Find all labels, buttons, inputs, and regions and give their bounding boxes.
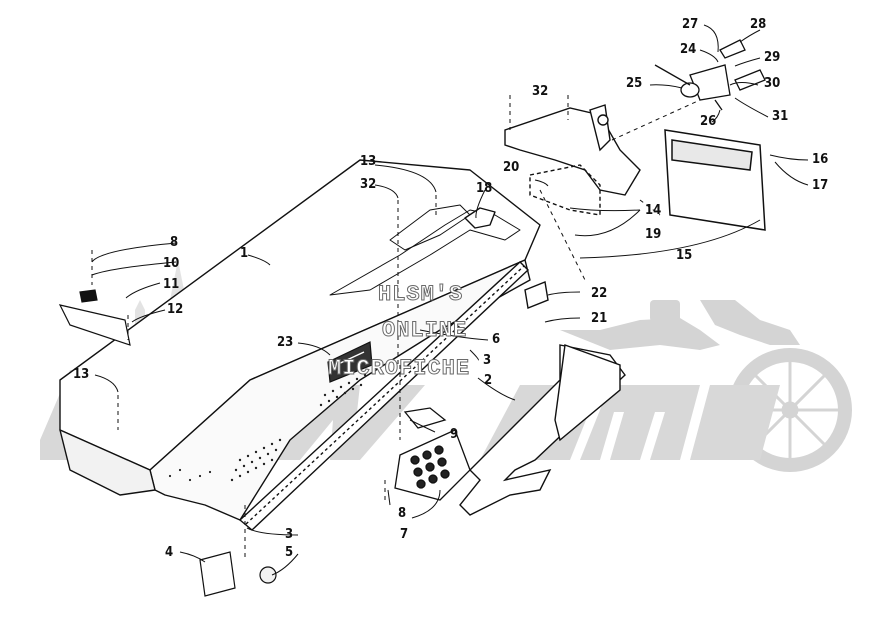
callout-9: 9 [450, 427, 459, 442]
hitch-bracket [504, 104, 641, 309]
callout-15: 15 [676, 248, 693, 263]
callout-17: 17 [812, 178, 829, 193]
callout-25: 25 [626, 76, 643, 91]
hitch-latch [654, 39, 766, 111]
callout-13a: 13 [360, 154, 377, 169]
loose-hardware [58, 289, 277, 597]
slide-rail [238, 261, 530, 531]
callout-21: 21 [591, 311, 608, 326]
callout-28: 28 [750, 17, 767, 32]
callout-23: 23 [277, 335, 294, 350]
callout-4: 4 [165, 545, 174, 560]
callout-24: 24 [680, 42, 697, 57]
footrest [394, 407, 471, 501]
callout-22: 22 [591, 286, 608, 301]
callout-10: 10 [163, 256, 180, 271]
callout-32a: 32 [532, 84, 549, 99]
callout-1: 1 [240, 246, 249, 261]
callout-2: 2 [484, 373, 493, 388]
callout-13b: 13 [73, 367, 90, 382]
watermark-line-2: ONLINE [381, 318, 468, 344]
callout-12: 12 [167, 302, 184, 317]
callout-3a: 3 [483, 353, 492, 368]
callout-31: 31 [772, 109, 789, 124]
callout-7: 7 [400, 527, 409, 542]
vent-perforations [168, 373, 367, 482]
callout-20: 20 [503, 160, 520, 175]
callout-18: 18 [476, 181, 493, 196]
callout-3b: 3 [285, 527, 294, 542]
decal-23 [327, 341, 373, 383]
callout-27: 27 [682, 17, 699, 32]
snow-flap [664, 129, 766, 231]
callout-32b: 32 [360, 177, 377, 192]
tunnel-panel [59, 159, 541, 521]
callout-leaders [91, 24, 809, 576]
watermark-line-3: MICROFICHE [327, 356, 471, 382]
watermark-line-1: HLSM'S [377, 282, 464, 308]
callout-8a: 8 [170, 235, 179, 250]
callout-26: 26 [700, 114, 717, 129]
side-frame [459, 344, 626, 516]
callout-29: 29 [764, 50, 781, 65]
callout-5: 5 [285, 545, 294, 560]
callout-30: 30 [764, 76, 781, 91]
leader-lines [91, 95, 701, 560]
callout-8b: 8 [398, 506, 407, 521]
callout-11: 11 [163, 277, 180, 292]
callout-6: 6 [492, 332, 501, 347]
callout-19: 19 [645, 227, 662, 242]
callout-16: 16 [812, 152, 829, 167]
callout-14: 14 [645, 203, 662, 218]
